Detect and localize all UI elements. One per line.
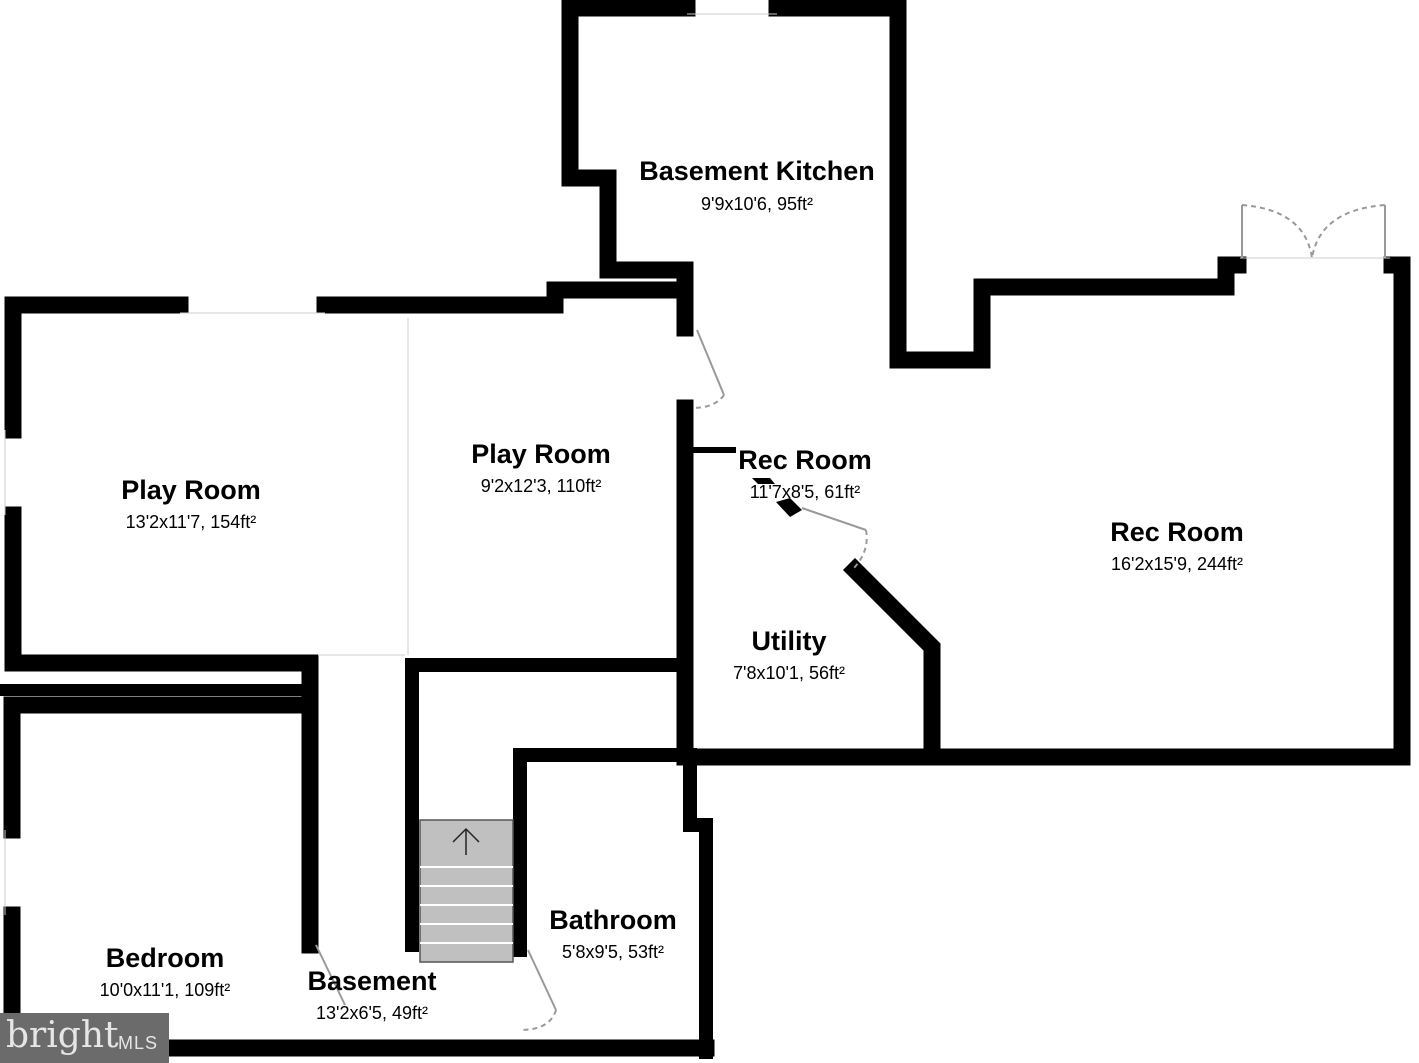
wall-bedroom-north [3, 696, 319, 839]
wall-play-room-nw [4, 296, 189, 439]
room-dims: 13'2x6'5, 49ft² [316, 1003, 428, 1023]
door-swing [519, 1009, 557, 1031]
wall-bathroom [513, 748, 713, 1059]
staircase [419, 819, 514, 963]
room-name: Rec Room [738, 445, 872, 475]
room-name: Play Room [121, 475, 261, 505]
watermark-brand: bright [6, 1015, 119, 1056]
door [527, 949, 557, 1011]
door [315, 944, 346, 1006]
bright-mls-watermark: bright MLS [0, 1013, 169, 1063]
door [801, 507, 867, 531]
wall-play-room-south [4, 506, 319, 954]
door-swing [691, 394, 725, 409]
wall-utility-diagonal [842, 557, 941, 766]
doors [315, 204, 1390, 1031]
patio-door-swing [1241, 204, 1386, 259]
door [696, 329, 725, 396]
room-dims: 5'8x9'5, 53ft² [562, 942, 664, 962]
wall-play-room-north [316, 281, 694, 314]
room-labels: Basement Kitchen 9'9x10'6, 95ft² Play Ro… [100, 156, 1244, 1023]
room-dims: 16'2x15'9, 244ft² [1111, 554, 1243, 574]
windows [4, 13, 777, 915]
wall-kitchen-left [561, 0, 696, 337]
room-dims: 9'9x10'6, 95ft² [701, 194, 813, 214]
watermark-suffix: MLS [118, 1033, 159, 1053]
wall-fragment [776, 498, 802, 517]
room-name: Play Room [471, 439, 611, 469]
room-dims: 7'8x10'1, 56ft² [733, 663, 845, 683]
room-dims: 10'0x11'1, 109ft² [100, 980, 231, 1000]
door-swing [851, 529, 868, 571]
stairs [419, 819, 514, 963]
room-name: Bathroom [549, 905, 677, 935]
room-dims: 11'7x8'5, 61ft² [750, 482, 861, 502]
wall-stair-block [405, 658, 692, 952]
room-dims: 9'2x12'3, 110ft² [481, 476, 602, 496]
room-dims: 13'2x11'7, 154ft² [126, 512, 257, 532]
room-name: Utility [751, 626, 826, 656]
arrow-up-icon [452, 827, 480, 855]
wall-fragment [752, 478, 775, 484]
room-name: Basement Kitchen [639, 156, 875, 186]
room-name: Basement [307, 966, 436, 996]
room-name: Rec Room [1110, 517, 1244, 547]
wall-kitchen-right [768, 0, 1247, 369]
room-name: Bedroom [106, 943, 225, 973]
wall-rec-room-east [681, 256, 1411, 766]
